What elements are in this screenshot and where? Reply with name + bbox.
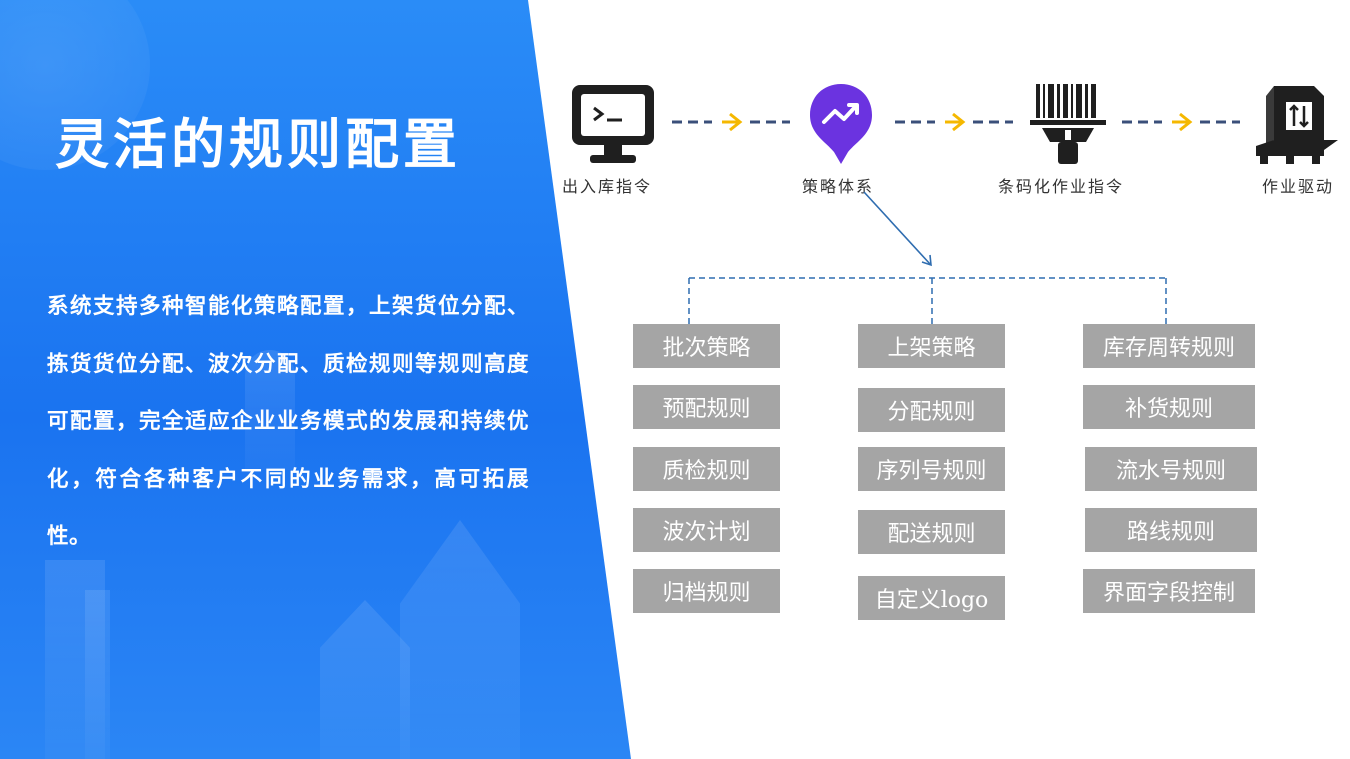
description-text: 系统支持多种智能化策略配置，上架货位分配、拣货货位分配、波次分配、质检规则等规则… [47, 294, 529, 549]
rule-ui-field-control: 界面字段控制 [1083, 569, 1255, 613]
flow-step-label: 条码化作业指令 [998, 177, 1125, 196]
rule-inventory-turnover: 库存周转规则 [1083, 324, 1255, 368]
flow-step-2 [808, 82, 874, 166]
page-title: 灵活的规则配置 [55, 113, 461, 176]
decorative-building [85, 590, 110, 759]
flow-step-3 [1028, 80, 1108, 166]
terminal-monitor-icon [572, 85, 654, 163]
rule-replenishment: 补货规则 [1083, 385, 1255, 429]
rule-custom-logo: 自定义logo [858, 576, 1005, 620]
rule-archive: 归档规则 [633, 569, 780, 613]
barcode-scanner-icon [1030, 84, 1106, 164]
decorative-building [45, 560, 105, 759]
rule-allocation: 分配规则 [858, 388, 1005, 432]
flow-arrow-connector [1122, 112, 1240, 132]
rule-preallocation: 预配规则 [633, 385, 780, 429]
rule-quality-inspection: 质检规则 [633, 447, 780, 491]
trend-chart-icon [810, 84, 872, 164]
package-pallet-icon [1256, 86, 1338, 164]
rule-putaway-strategy: 上架策略 [858, 324, 1005, 368]
flow-arrow-connector [672, 112, 790, 132]
rule-serial-number: 序列号规则 [858, 447, 1005, 491]
flow-arrow-connector [895, 112, 1013, 132]
rule-wave-plan: 波次计划 [633, 508, 780, 552]
rule-batch-strategy: 批次策略 [633, 324, 780, 368]
flow-step-label: 策略体系 [802, 177, 875, 196]
flow-step-label: 作业驱动 [1262, 177, 1335, 196]
flow-step-4 [1252, 80, 1340, 166]
flow-step-1 [570, 83, 656, 165]
rule-sequence-number: 流水号规则 [1085, 447, 1257, 491]
flow-step-label: 出入库指令 [562, 177, 653, 196]
decorative-building [320, 600, 410, 759]
rule-route: 路线规则 [1085, 508, 1257, 552]
tree-connector [688, 277, 1167, 324]
rule-delivery: 配送规则 [858, 510, 1005, 554]
decorative-building [245, 350, 295, 470]
branch-arrow [863, 191, 932, 267]
